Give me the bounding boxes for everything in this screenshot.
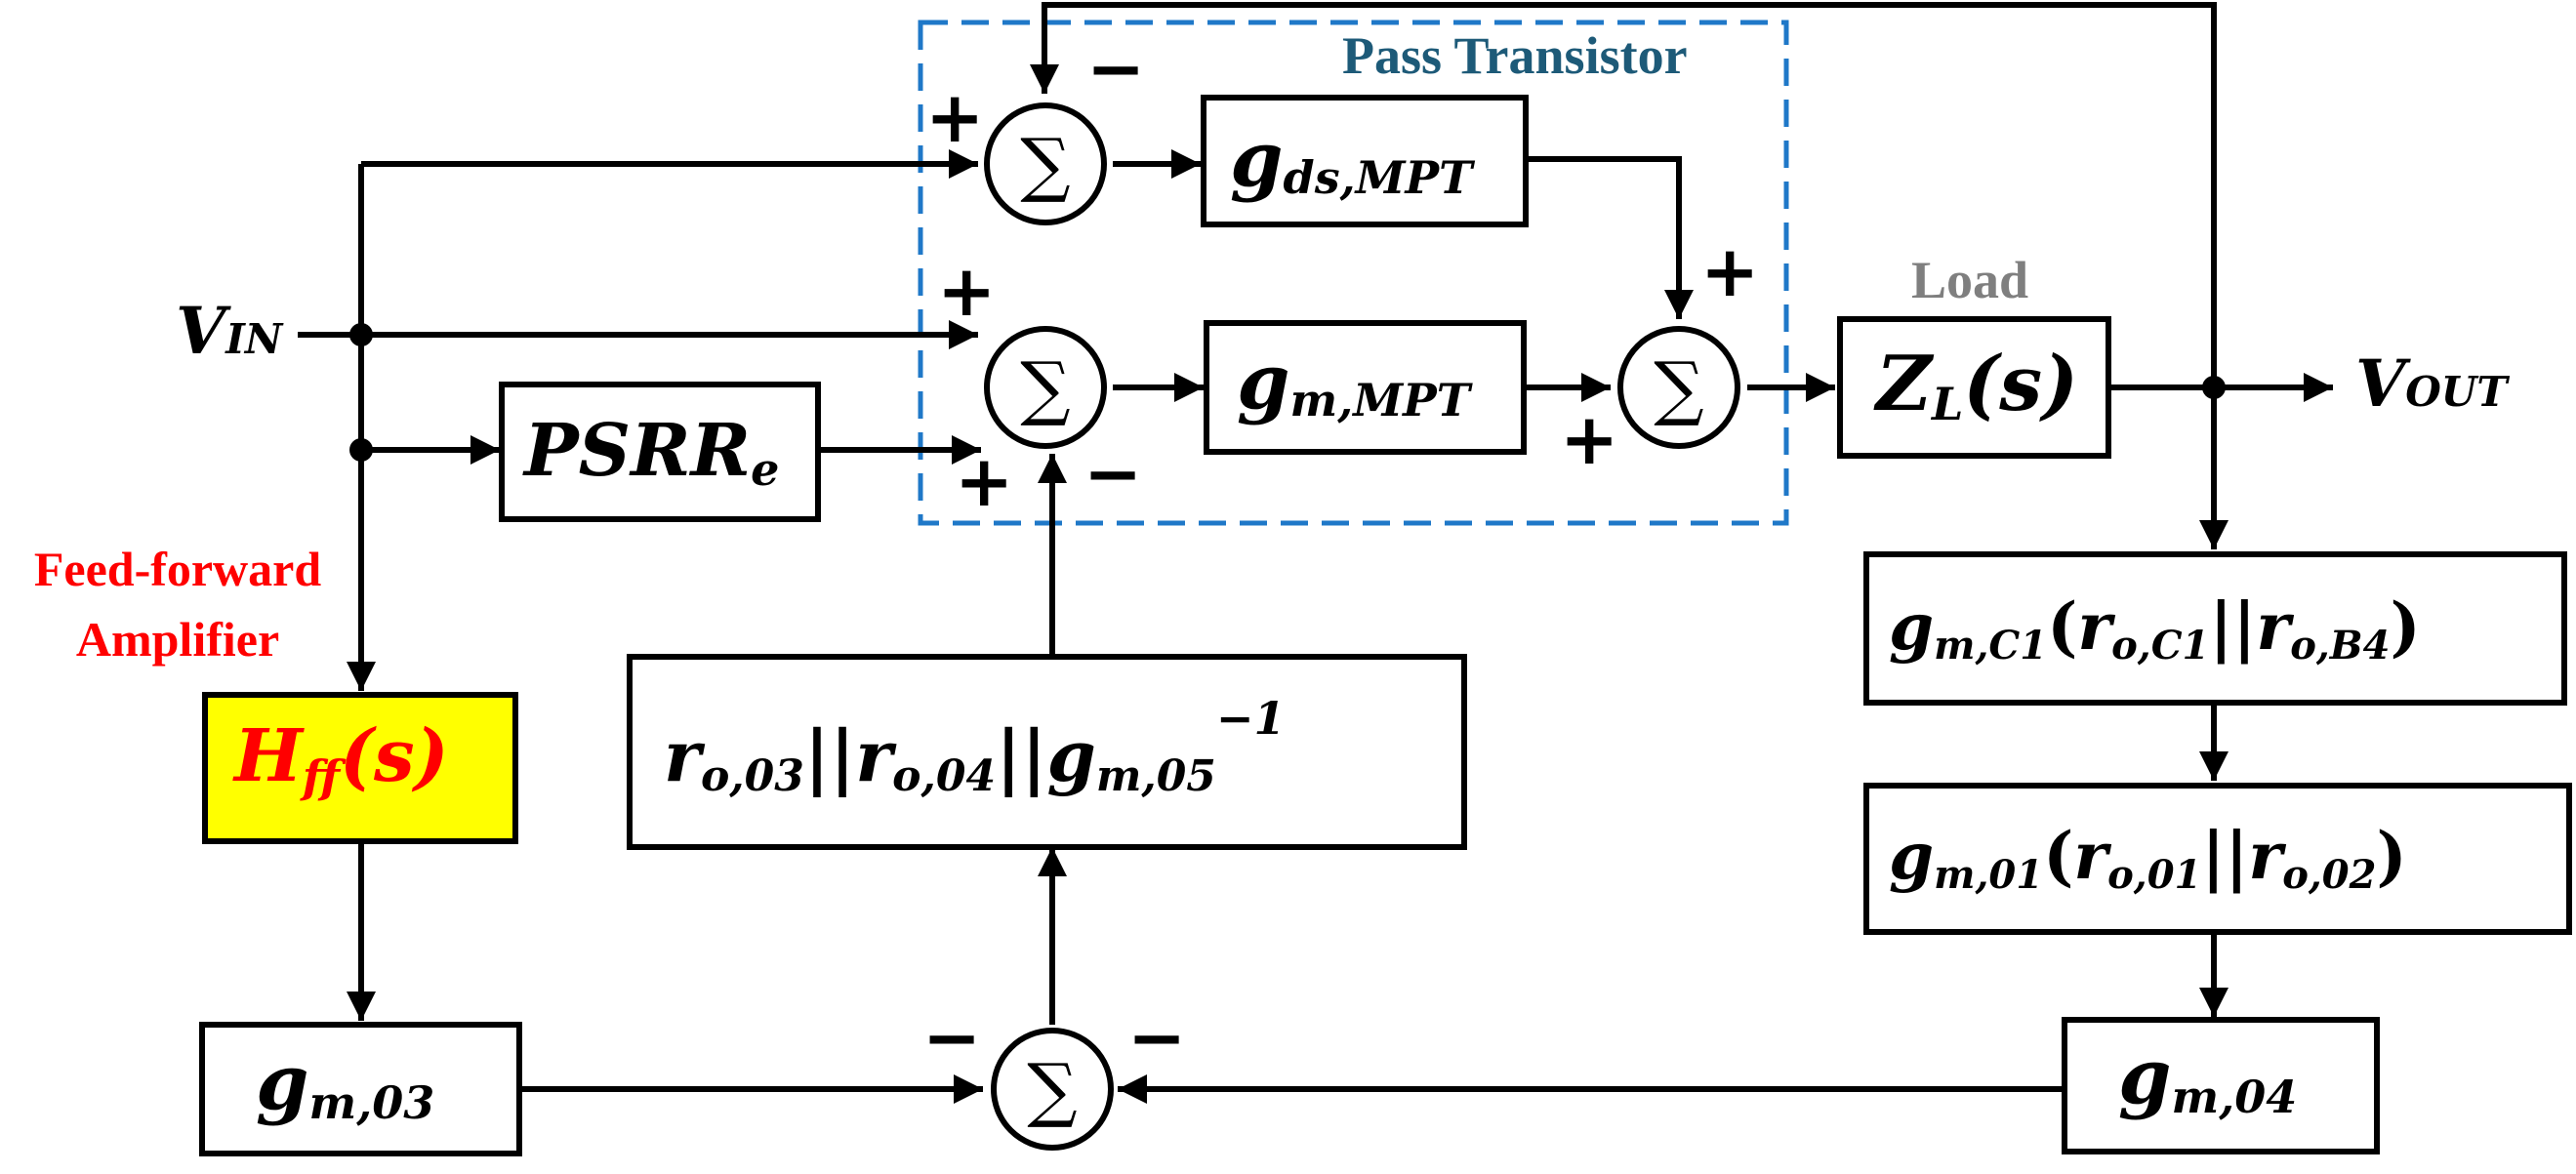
sigma-symbol: ∑ [1020, 123, 1070, 205]
sign-sum2-plus-top: + [937, 250, 996, 332]
gm04-block: gm,04 [2062, 1017, 2380, 1154]
gm-mpt-block: gm,MPT [1204, 320, 1527, 455]
sigma-symbol: ∑ [1654, 346, 1703, 428]
feed-forward-label-line2: Amplifier [76, 612, 279, 667]
psrr-text: PSRRe [522, 409, 779, 496]
junction-dot-vin-lower [349, 438, 373, 462]
zl-block: ZL(s) [1837, 316, 2111, 459]
vin-label: VIN [176, 293, 284, 369]
gm04-text: gm,04 [2118, 1032, 2297, 1123]
gmc1-text: gm,C1(ro,C1||ro,B4) [1889, 588, 2421, 668]
sign-sum1-minus: − [1086, 27, 1145, 109]
sign-sum3-plus-top: + [1700, 230, 1759, 312]
ro-block: ro,03||ro,04||gm,05−1 [627, 654, 1467, 850]
gm01-text: gm,01(ro,01||ro,02) [1889, 818, 2407, 898]
junction-dot-vin [349, 323, 373, 346]
sign-sum2-plus-bottom: + [955, 440, 1013, 522]
summing-junction-middle: ∑ [984, 326, 1107, 449]
summing-junction-bottom: ∑ [991, 1028, 1114, 1151]
sign-sum1-plus: + [925, 76, 984, 158]
feed-forward-label-line1: Feed-forward [34, 542, 322, 596]
gm03-text: gm,03 [256, 1038, 434, 1129]
wire-vout-feedback-top [1030, 2, 2217, 387]
psrr-block: PSRRe [499, 382, 821, 522]
zl-text: ZL(s) [1873, 340, 2078, 430]
gm03-block: gm,03 [199, 1022, 522, 1156]
vout-label: VOUT [2355, 345, 2510, 422]
ro-text: ro,03||ro,04||gm,05−1 [664, 692, 1285, 801]
summing-junction-output: ∑ [1617, 326, 1740, 449]
sign-sum4-minus-right: − [1127, 996, 1186, 1078]
gds-mpt-block: gds,MPT [1201, 95, 1529, 227]
pass-transistor-label: Pass Transistor [1342, 26, 1688, 85]
sign-sum3-plus-bottom: + [1560, 398, 1618, 480]
junction-dot-vout [2202, 376, 2226, 399]
gm-mpt-text: gm,MPT [1237, 338, 1474, 426]
load-label: Load [1911, 251, 2028, 309]
gmc1-block: gm,C1(ro,C1||ro,B4) [1863, 551, 2567, 706]
gm01-block: gm,01(ro,01||ro,02) [1863, 783, 2572, 935]
sign-sum4-minus-left: − [922, 996, 981, 1078]
sigma-symbol: ∑ [1020, 346, 1070, 428]
pass-transistor-region [918, 20, 1789, 526]
summing-junction-top: ∑ [984, 102, 1107, 225]
wire-gds-to-sum3 [1526, 156, 1694, 319]
hff-block: Hff(s) [202, 692, 518, 844]
gds-mpt-text: gds,MPT [1230, 115, 1476, 204]
hff-text: Hff(s) [232, 714, 449, 803]
sigma-symbol: ∑ [1027, 1048, 1077, 1130]
sign-sum2-minus: − [1084, 432, 1142, 514]
